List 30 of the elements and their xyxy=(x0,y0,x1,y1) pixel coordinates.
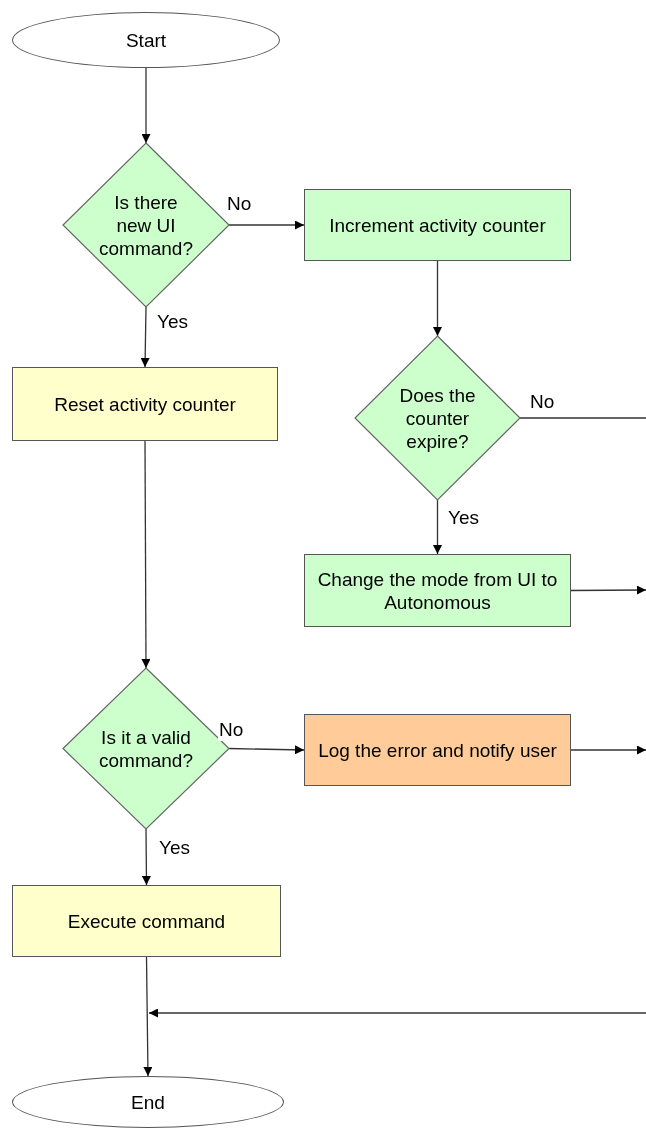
node-text: Log the error and notify user xyxy=(317,738,558,762)
node-text: Does the counter expire? xyxy=(398,383,477,453)
arrow xyxy=(570,745,646,755)
decision-diamond xyxy=(63,143,229,307)
process-box xyxy=(12,367,278,441)
arrow xyxy=(228,220,305,230)
node-text: Is it a valid command? xyxy=(98,725,194,772)
arrow xyxy=(228,745,305,755)
process-box xyxy=(304,554,571,627)
arrow xyxy=(141,828,151,886)
arrow xyxy=(433,499,442,555)
node-text: Change the mode from UI to Autonomous xyxy=(316,567,559,614)
node-text: Increment activity counter xyxy=(328,213,547,237)
process-box xyxy=(304,714,571,786)
arrow xyxy=(143,956,153,1077)
node-text: Start xyxy=(124,28,168,52)
arrow xyxy=(140,306,150,368)
node-text: End xyxy=(130,1090,166,1114)
node-text: Execute command xyxy=(66,909,227,933)
connector-line xyxy=(519,417,646,419)
arrow xyxy=(141,440,151,669)
arrow xyxy=(148,1008,646,1018)
arrow xyxy=(570,585,646,595)
process-box xyxy=(12,885,281,957)
decision-diamond xyxy=(355,336,520,500)
node-text: Reset activity counter xyxy=(53,392,237,416)
process-box xyxy=(304,189,571,261)
arrow xyxy=(141,67,151,144)
node-text: Is there new UI command? xyxy=(98,190,194,260)
arrow xyxy=(433,260,442,337)
